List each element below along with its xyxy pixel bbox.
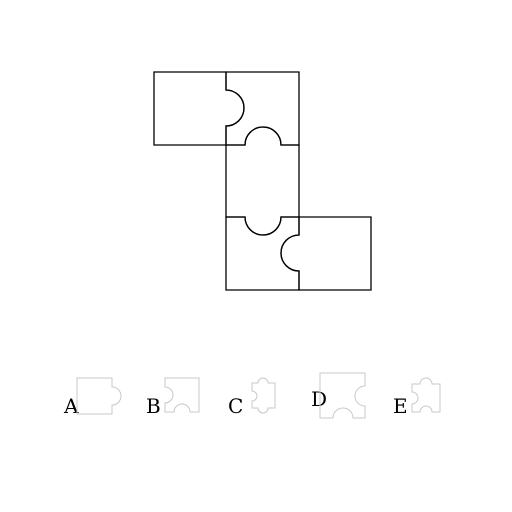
piece-bottom-left	[225, 216, 300, 291]
option-d-label: D	[311, 387, 327, 411]
option-a-piece	[76, 377, 122, 415]
option-d[interactable]: D	[311, 372, 366, 419]
piece-middle	[225, 126, 300, 236]
piece-top-right	[225, 71, 300, 146]
option-a[interactable]: A	[63, 377, 122, 418]
assembled-puzzle-figure	[153, 71, 372, 291]
answer-options: A B C D E	[63, 372, 441, 419]
option-b-label: B	[146, 394, 161, 418]
piece-bottom-right	[280, 216, 372, 291]
option-e-label: E	[393, 394, 408, 418]
option-d-piece	[319, 372, 366, 419]
option-c-label: C	[228, 394, 243, 418]
option-e-piece	[411, 377, 441, 413]
option-b-piece	[164, 377, 200, 413]
option-b[interactable]: B	[146, 377, 200, 418]
option-c[interactable]: C	[228, 377, 276, 418]
option-a-label: A	[63, 394, 79, 418]
piece-top-left	[153, 71, 245, 146]
option-c-piece	[251, 377, 276, 414]
option-e[interactable]: E	[393, 377, 441, 418]
